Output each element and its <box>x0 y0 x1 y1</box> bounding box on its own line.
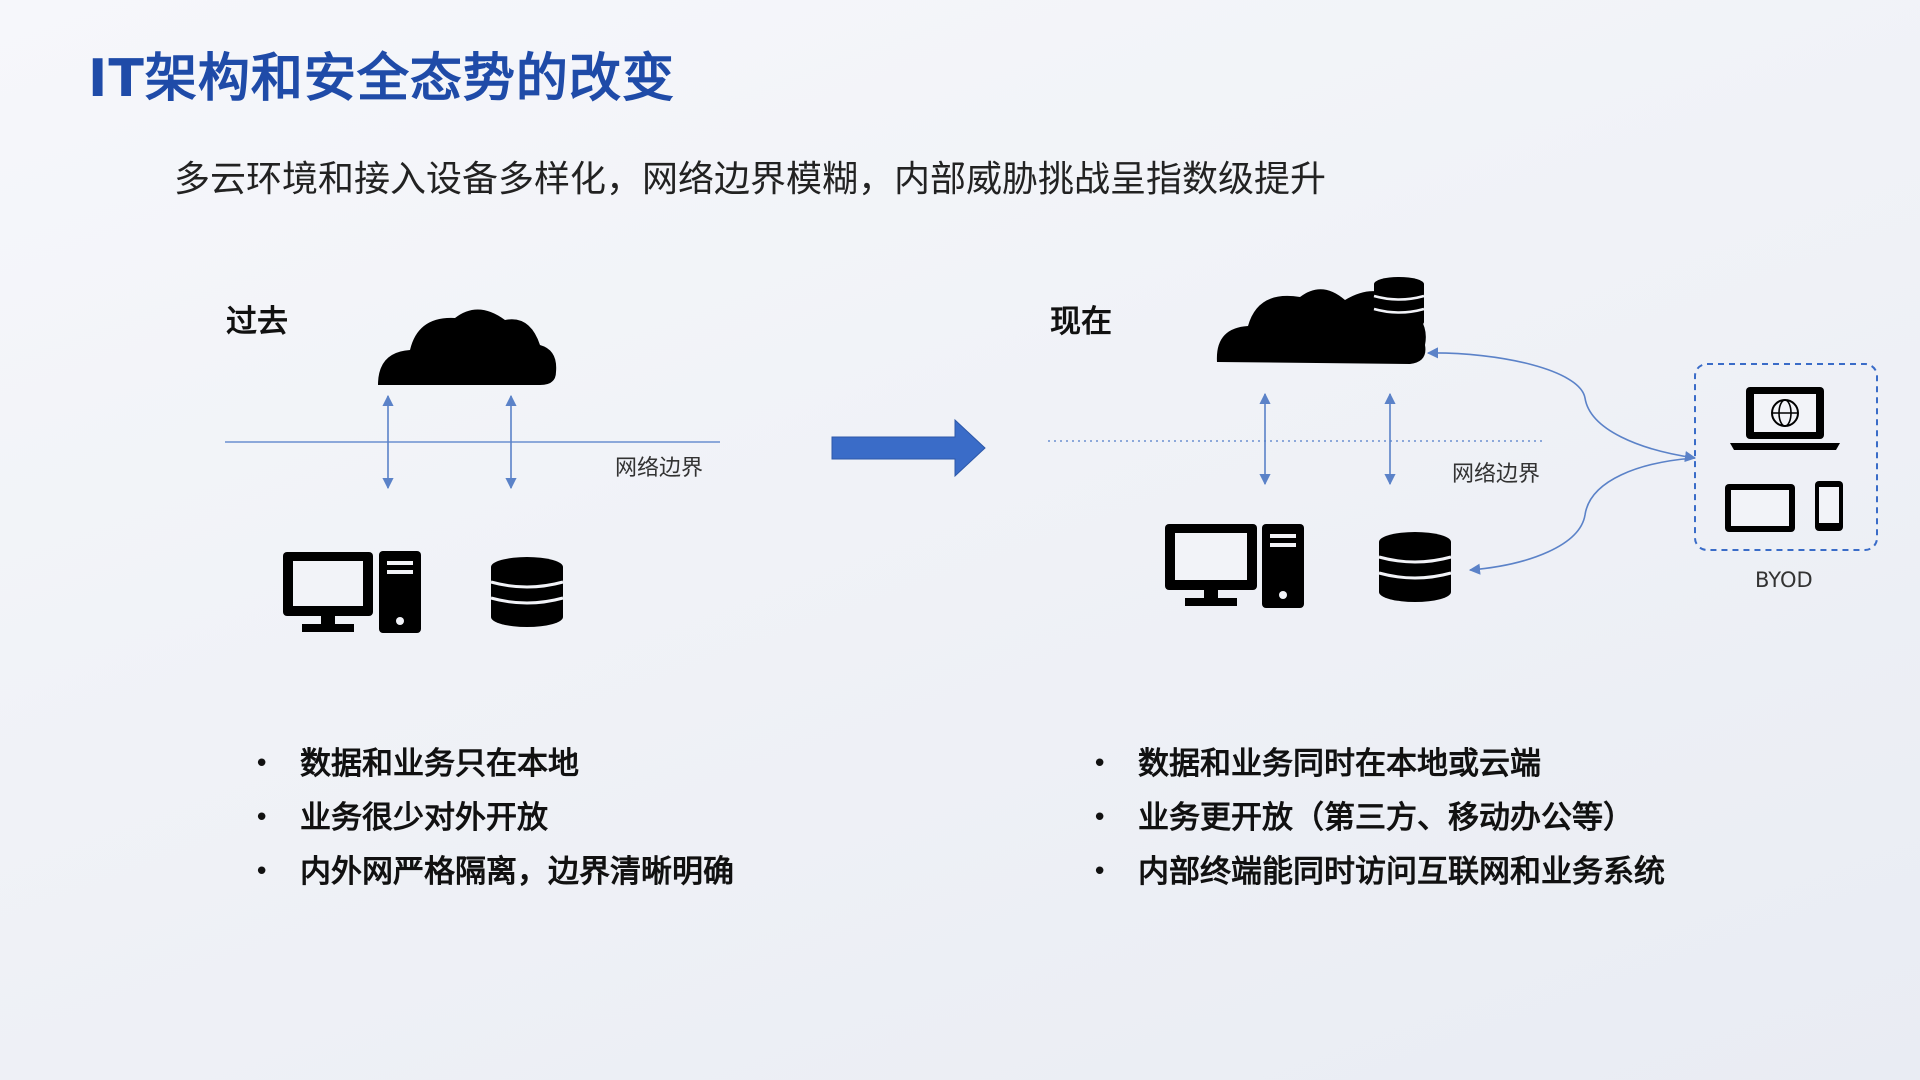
present-database-icon <box>1378 532 1452 602</box>
byod-to-database-connector <box>1468 457 1696 575</box>
present-cloud-icon <box>1216 289 1426 364</box>
present-section-label: 现在 <box>1050 304 1112 340</box>
laptop-globe-icon <box>1730 387 1840 450</box>
present-bullet-item: 业务更开放（第三方、移动办公等） <box>1092 791 1665 845</box>
phone-icon <box>1815 481 1843 531</box>
past-computer-icon <box>283 551 421 633</box>
cloud-database-icon <box>1373 277 1425 329</box>
slide-title: IT架构和安全态势的改变 <box>88 49 675 109</box>
present-bullet-item: 数据和业务同时在本地或云端 <box>1092 737 1665 791</box>
byod-to-cloud-connector <box>1426 347 1697 463</box>
present-bullet-list: 数据和业务同时在本地或云端 业务更开放（第三方、移动办公等） 内部终端能同时访问… <box>1092 737 1665 899</box>
byod-box <box>1694 363 1878 551</box>
past-section-label: 过去 <box>226 304 288 340</box>
past-bullet-item: 数据和业务只在本地 <box>254 737 734 791</box>
past-bullet-list: 数据和业务只在本地 业务很少对外开放 内外网严格隔离，边界清晰明确 <box>254 737 734 899</box>
past-cloud-icon <box>378 309 557 385</box>
transition-arrow-icon <box>831 418 986 478</box>
tablet-icon <box>1725 484 1795 532</box>
past-bullet-item: 内外网严格隔离，边界清晰明确 <box>254 845 734 899</box>
past-boundary-label: 网络边界 <box>615 456 704 481</box>
slide-subtitle: 多云环境和接入设备多样化，网络边界模糊，内部威胁挑战呈指数级提升 <box>174 159 1327 200</box>
present-computer-icon <box>1165 524 1304 608</box>
past-database-icon <box>490 557 564 627</box>
present-bullet-item: 内部终端能同时访问互联网和业务系统 <box>1092 845 1665 899</box>
present-boundary-label: 网络边界 <box>1452 462 1541 487</box>
past-bullet-item: 业务很少对外开放 <box>254 791 734 845</box>
byod-label: BYOD <box>1755 568 1813 592</box>
